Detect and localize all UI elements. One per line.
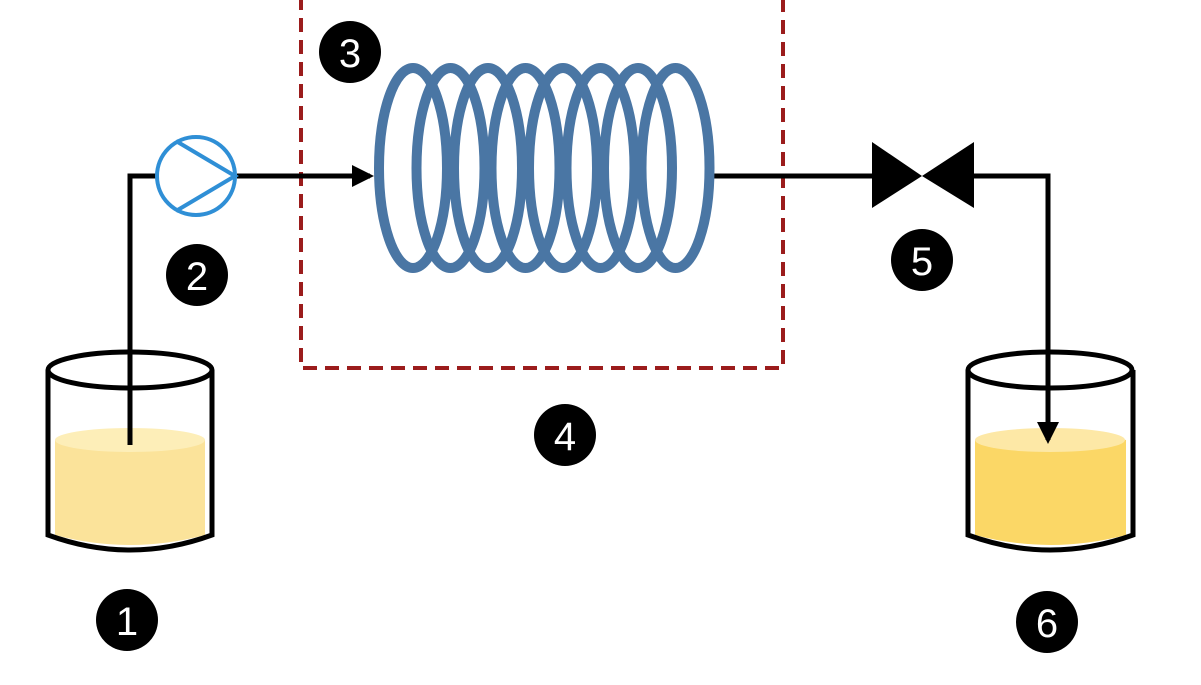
coil-loop	[599, 63, 677, 273]
pump-icon	[155, 135, 239, 217]
coil-loop	[486, 63, 565, 273]
label-badge-4: 4	[534, 404, 596, 466]
svg-text:2: 2	[186, 255, 208, 299]
coil-loop	[411, 63, 490, 273]
label-badge-6: 6	[1016, 591, 1078, 653]
label-badge-1: 1	[96, 589, 158, 651]
coil-loop	[636, 63, 715, 273]
svg-text:5: 5	[911, 240, 933, 284]
outlet-tubing	[972, 173, 1059, 444]
coil-loop	[449, 63, 527, 273]
label-badge-2: 2	[166, 244, 228, 306]
svg-text:1: 1	[116, 600, 138, 644]
label-badge-3: 3	[319, 21, 381, 83]
svg-text:4: 4	[554, 415, 576, 459]
label-badge-5: 5	[891, 229, 953, 291]
coil-reactor-icon	[374, 63, 715, 273]
coil-loop	[524, 63, 602, 273]
coil-loop	[561, 63, 640, 273]
heated-zone-box	[299, 0, 785, 370]
collection-beaker-icon	[965, 349, 1136, 553]
inlet-tubing	[127, 173, 157, 445]
valve-icon	[872, 142, 974, 208]
coil-loop	[374, 63, 452, 273]
svg-text:3: 3	[339, 32, 361, 76]
svg-text:6: 6	[1036, 602, 1058, 646]
